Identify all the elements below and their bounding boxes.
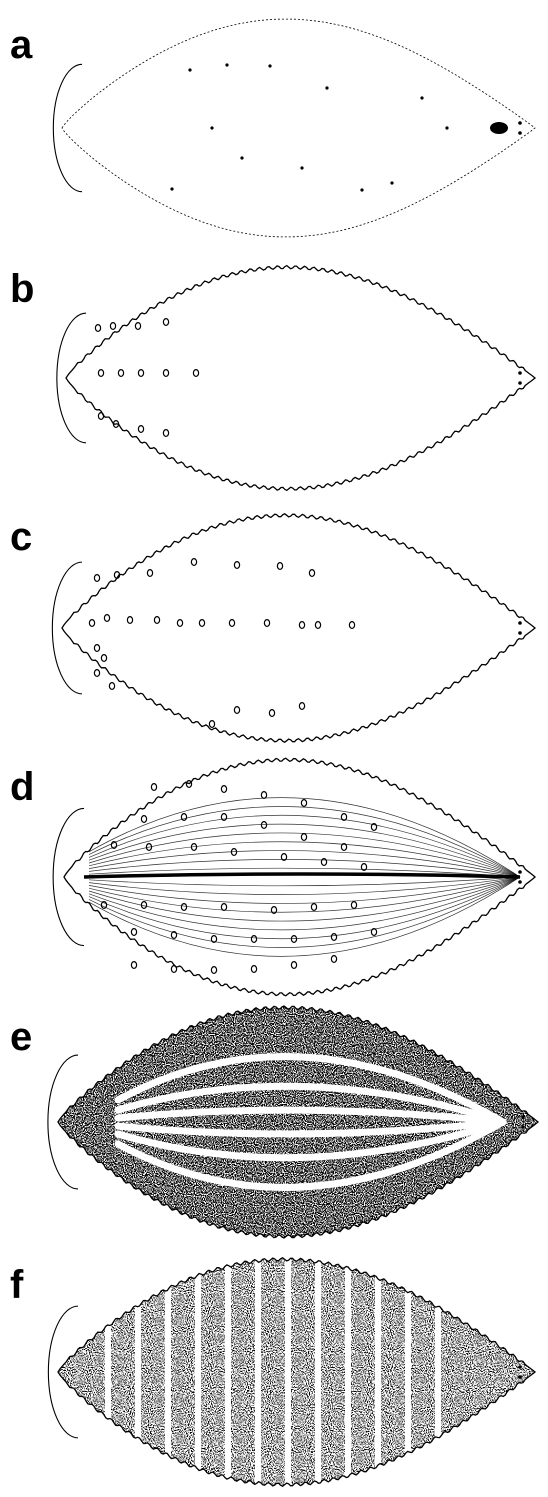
posterior-dots bbox=[518, 371, 522, 385]
panel-label: e bbox=[10, 1015, 32, 1059]
panel-b: b bbox=[10, 266, 535, 491]
posterior-dots bbox=[518, 621, 522, 635]
panel-label: f bbox=[10, 1263, 24, 1307]
embryo-outline bbox=[48, 1246, 535, 1497]
panel-label: c bbox=[10, 515, 32, 559]
posterior-dots bbox=[518, 121, 522, 135]
panel-d: d bbox=[10, 758, 535, 996]
embryo-outline bbox=[53, 758, 535, 996]
panel-a: a bbox=[10, 19, 535, 237]
embryo-outline bbox=[53, 19, 535, 237]
panel-label: b bbox=[10, 267, 34, 311]
panel-label: d bbox=[10, 765, 34, 809]
expression-spots bbox=[171, 64, 508, 191]
embryo-outline bbox=[52, 514, 535, 742]
panel-f: f bbox=[10, 1246, 535, 1497]
panel-label: a bbox=[10, 23, 33, 67]
embryo-outline bbox=[48, 994, 538, 1250]
panel-e: e bbox=[10, 994, 538, 1250]
embryo-outline bbox=[57, 266, 535, 491]
expression-spots bbox=[89, 559, 354, 728]
panel-c: c bbox=[10, 514, 535, 742]
